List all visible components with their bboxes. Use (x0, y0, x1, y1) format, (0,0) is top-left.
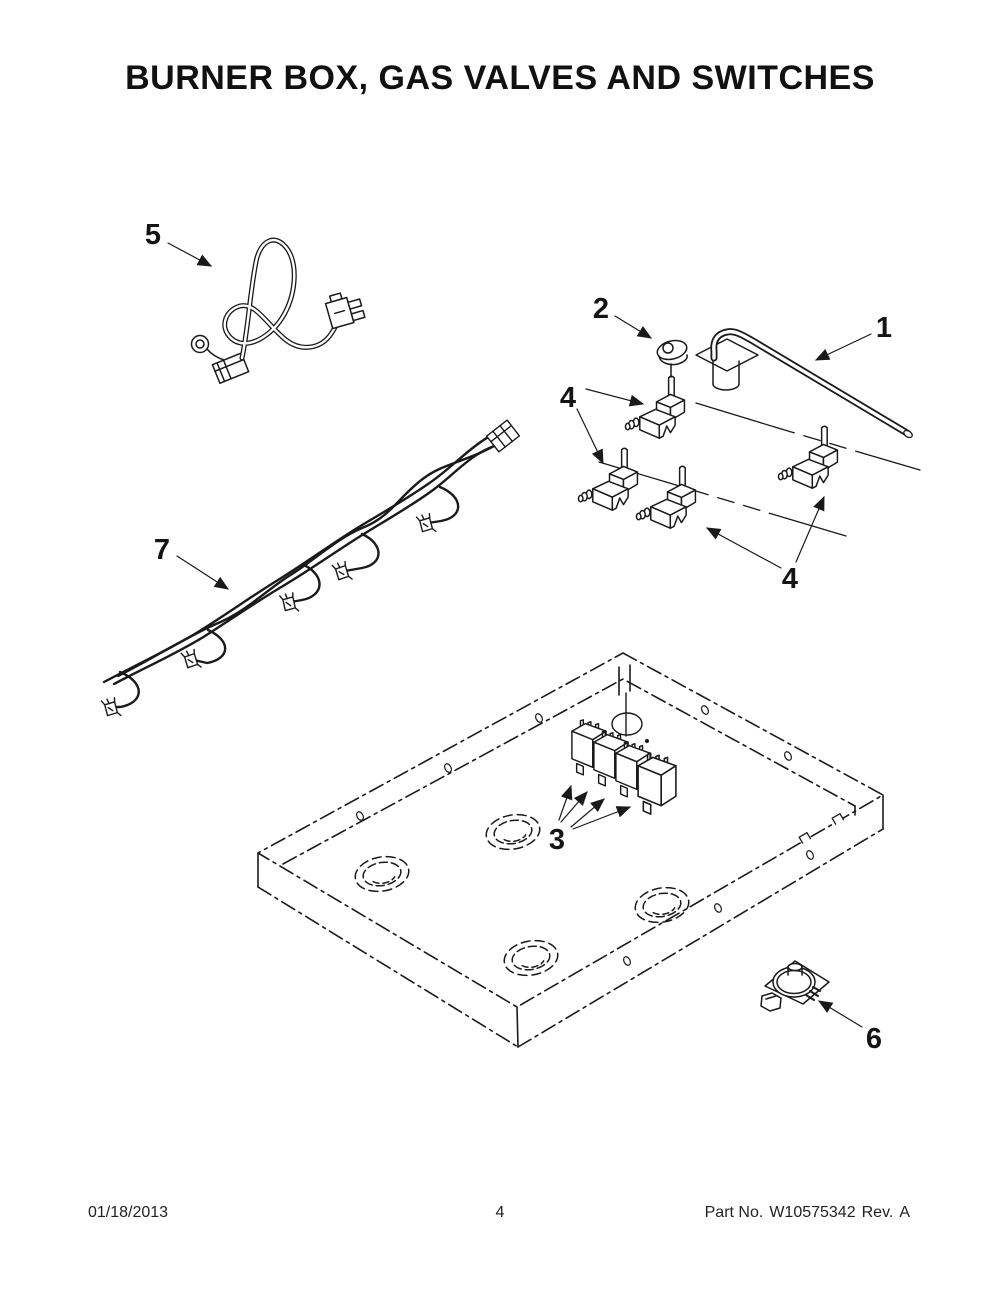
box-bottom-edges (257, 828, 884, 1048)
regulator-shading (805, 986, 821, 1001)
ring-terminal-lead (206, 348, 225, 361)
page-footer: 01/18/2013 4 Part No. W10575342 Rev. A (0, 1204, 1000, 1228)
tube-end-cap (903, 429, 913, 439)
callout-label-2: 2 (593, 293, 609, 325)
box-top-notch (618, 664, 631, 696)
footer-date: 01/18/2013 (88, 1204, 169, 1221)
callout-4-left: 4 (560, 382, 645, 465)
gas-valve-1 (624, 375, 686, 439)
harness-branch (192, 628, 227, 665)
ignition-wire-part5 (190, 237, 366, 385)
callout-1: 1 (814, 312, 892, 361)
harness-branch (426, 485, 460, 525)
revision-label: Rev. (861, 1204, 894, 1221)
box-top-outline (257, 652, 884, 1008)
box-corner-edges (257, 794, 884, 1048)
leader-line (176, 555, 230, 590)
leader-line (795, 495, 825, 563)
ring-terminal (190, 334, 210, 354)
switch-bank-part3 (571, 719, 677, 815)
callout-2: 2 (593, 293, 653, 339)
harness-branch (111, 670, 140, 709)
tube-bracket-plate (695, 338, 759, 372)
part-number-value: W10575342 (769, 1204, 856, 1221)
burner-opening (351, 851, 413, 897)
leader-line (167, 242, 213, 267)
leader-line (558, 784, 573, 821)
leader-line (570, 798, 605, 828)
wire-harness-part7 (98, 419, 521, 720)
callout-label-4-left: 4 (560, 382, 576, 414)
callout-label-3: 3 (549, 824, 565, 856)
callout-label-7: 7 (154, 534, 170, 566)
tube-bracket-cylinder (712, 360, 740, 385)
regulator-dome (772, 966, 816, 998)
regulator-hex-fitting (760, 992, 782, 1012)
box-screw-holes (356, 705, 814, 966)
burner-opening (500, 935, 562, 981)
spark-switch-4 (637, 752, 677, 815)
footer-page-number: 4 (495, 1204, 505, 1221)
callout-6: 6 (817, 1000, 882, 1055)
box-edge-tabs (798, 813, 845, 844)
callout-4-right: 4 (705, 495, 825, 595)
box-inner-rim (282, 678, 856, 865)
part-number-label: Part No. (704, 1204, 764, 1221)
gas-tube-part1 (695, 328, 913, 439)
callout-5: 5 (145, 219, 213, 267)
orifice-clip-part2 (656, 339, 688, 378)
igniter-plug (324, 292, 366, 330)
harness-branch (289, 563, 321, 604)
harness-branch (343, 532, 380, 573)
leader-line (817, 1000, 863, 1028)
leader-line (576, 408, 604, 465)
callout-label-4-right: 4 (782, 563, 798, 595)
harness-branch-plug (178, 646, 205, 671)
footer-part-info: Part No. W10575342 Rev. A (699, 1204, 910, 1222)
harness-main-connector (485, 419, 521, 453)
revision-value: A (899, 1204, 910, 1221)
callout-label-6: 6 (866, 1023, 882, 1055)
callout-7: 7 (154, 534, 230, 590)
callout-label-5: 5 (145, 219, 161, 251)
leader-line (572, 806, 632, 830)
burner-opening (482, 809, 544, 855)
leader-line (585, 388, 645, 407)
pressure-regulator-part6 (760, 960, 830, 1012)
gas-valve-2 (577, 447, 639, 511)
spade-connector (211, 352, 250, 385)
callout-3: 3 (549, 784, 632, 856)
callout-label-1: 1 (876, 312, 892, 344)
leader-line (705, 527, 782, 569)
page-title: BURNER BOX, GAS VALVES AND SWITCHES (125, 58, 875, 97)
callouts: 1 2 3 4 4 (145, 219, 892, 1055)
burner-box (257, 652, 884, 1048)
leader-line (560, 791, 588, 823)
burner-opening (631, 882, 693, 928)
wire-outline-core (223, 238, 342, 360)
leader-line (814, 333, 872, 361)
leader-line (614, 315, 653, 339)
tube-core (712, 329, 909, 435)
switch-mount-hole (611, 692, 649, 743)
gas-valve-4 (777, 425, 839, 489)
wire-outline-outer (222, 237, 343, 361)
